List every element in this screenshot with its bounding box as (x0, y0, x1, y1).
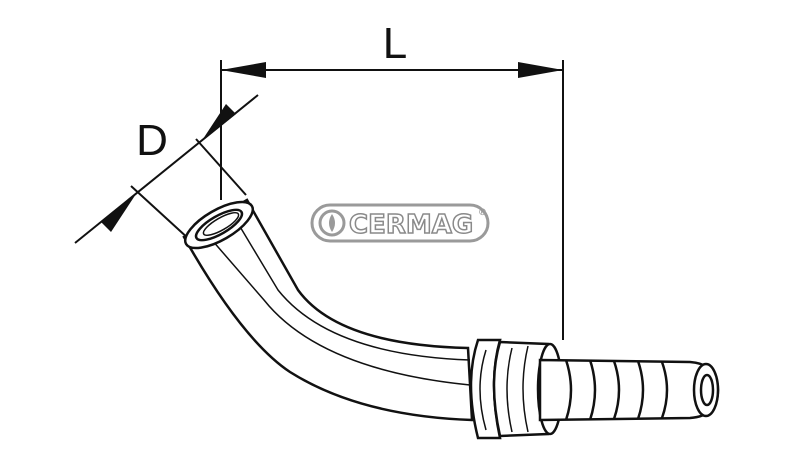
watermark-registered-mark: ® (478, 208, 487, 218)
hose-end-bore (202, 211, 240, 237)
length-arrow-right (518, 62, 563, 78)
tube-body (182, 198, 474, 422)
diameter-arrow-1 (101, 194, 136, 232)
diameter-extension-line-1 (130, 185, 191, 241)
cermag-watermark-logo: CERMAG ® (310, 203, 490, 243)
diameter-extension-line-2 (195, 138, 247, 196)
diameter-label: D (136, 116, 168, 165)
diameter-dimension (74, 94, 259, 244)
tail-body (538, 358, 720, 422)
ferrule-groove-3 (522, 345, 529, 433)
diameter-arrow-2 (201, 104, 236, 142)
tail-barb-5 (660, 361, 669, 419)
length-dimension (220, 60, 564, 340)
bent-hose-tube (182, 198, 474, 422)
watermark-leaf-icon (329, 214, 335, 232)
length-label: L (383, 19, 407, 68)
hose-open-end (183, 200, 255, 250)
tail-end-bore (699, 373, 715, 407)
tail-barb-3 (612, 360, 621, 420)
ferrule-groove-1 (479, 349, 487, 431)
fitting-barbed-tail (538, 358, 720, 422)
tail-barb-4 (636, 360, 645, 420)
ferrule-groove-2 (506, 347, 513, 433)
tube-bend-highlight (204, 231, 471, 386)
tube-bend-shading (229, 209, 471, 361)
length-arrow-left (221, 62, 266, 78)
tail-barb-2 (588, 359, 597, 421)
watermark-emblem-icon (318, 209, 346, 237)
watermark-text: CERMAG (349, 210, 473, 240)
tail-barb-1 (564, 359, 573, 421)
hose-end-inner (194, 208, 244, 242)
watermark-badge (310, 203, 490, 243)
